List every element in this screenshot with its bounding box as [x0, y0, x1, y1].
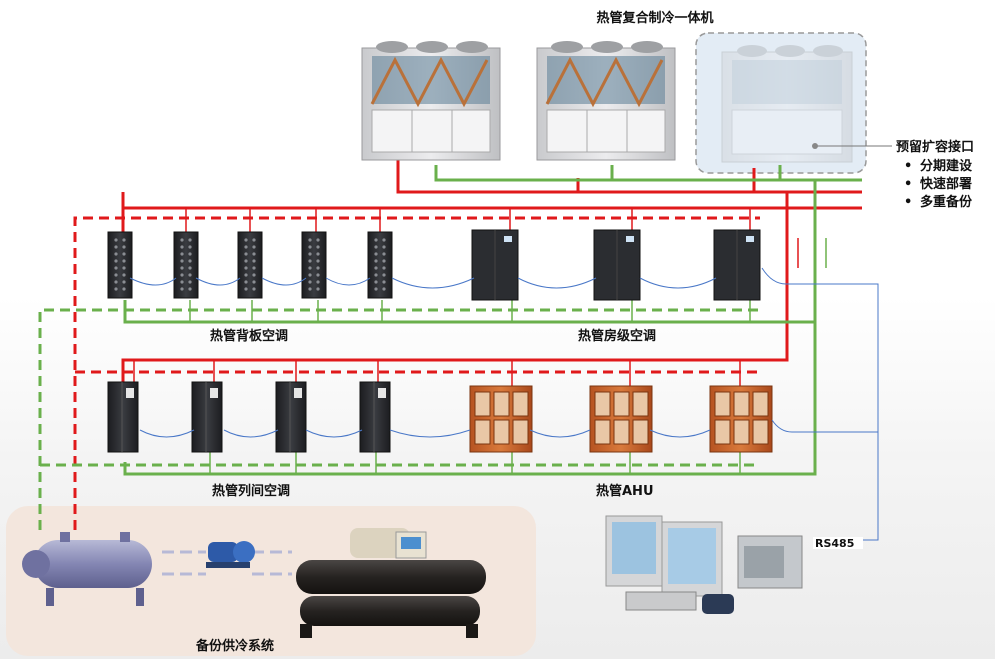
return-piping	[123, 165, 862, 476]
ahu-icon	[469, 385, 533, 453]
rack-backplate-icon	[107, 231, 133, 299]
signal-links	[129, 267, 879, 541]
reserved-bullet-3: •	[904, 195, 912, 210]
inrow-ac-icon	[107, 381, 139, 453]
rs485-label-bg	[813, 537, 863, 549]
ahu-icon	[589, 385, 653, 453]
rack-backplate-icon	[173, 231, 199, 299]
supply-branches	[133, 208, 799, 386]
reserved-title: 预留扩容接口	[896, 139, 974, 155]
backup-label: 备份供冷系统	[195, 638, 274, 654]
reserved-callout-dot	[812, 143, 818, 149]
ahu-group	[469, 385, 773, 453]
ahu-icon	[709, 385, 773, 453]
room-ac-icon	[713, 229, 761, 301]
inrow-ac-icon	[191, 381, 223, 453]
backup-return-piping	[38, 308, 760, 530]
room-ac-icon	[593, 229, 641, 301]
room-ac-icon	[471, 229, 519, 301]
reserved-item-2: 快速部署	[920, 176, 972, 192]
centrifugal-chiller-icon	[296, 528, 486, 638]
heat-exchanger-icon	[22, 532, 152, 606]
backup-supply-piping	[73, 216, 760, 530]
reserved-bullet-2: •	[904, 177, 912, 192]
monitor-workstation-icon	[605, 515, 803, 614]
ahu-label: 热管AHU	[596, 483, 654, 499]
chiller-title: 热管复合制冷一体机	[596, 10, 713, 26]
backplate-rack-group	[107, 231, 393, 299]
rs485-label: RS485	[815, 537, 854, 550]
reserved-item-3: 多重备份	[920, 194, 973, 210]
backplate-label: 热管背板空调	[210, 328, 288, 344]
rack-backplate-icon	[367, 231, 393, 299]
inrow-label: 热管列间空调	[212, 483, 290, 499]
room-unit-group	[471, 229, 761, 301]
reserved-bullet-1: •	[904, 159, 912, 174]
chiller-unit-1	[361, 41, 501, 161]
inrow-unit-group	[107, 381, 391, 453]
inrow-ac-icon	[275, 381, 307, 453]
chiller-unit-reserved	[721, 45, 853, 163]
chiller-unit-2	[536, 41, 676, 161]
inrow-ac-icon	[359, 381, 391, 453]
backup-connect-pipes	[162, 550, 292, 576]
rack-backplate-icon	[301, 231, 327, 299]
rack-backplate-icon	[237, 231, 263, 299]
room-label: 热管房级空调	[578, 328, 656, 344]
reserved-item-1: 分期建设	[920, 158, 973, 174]
pump-icon	[206, 541, 255, 568]
